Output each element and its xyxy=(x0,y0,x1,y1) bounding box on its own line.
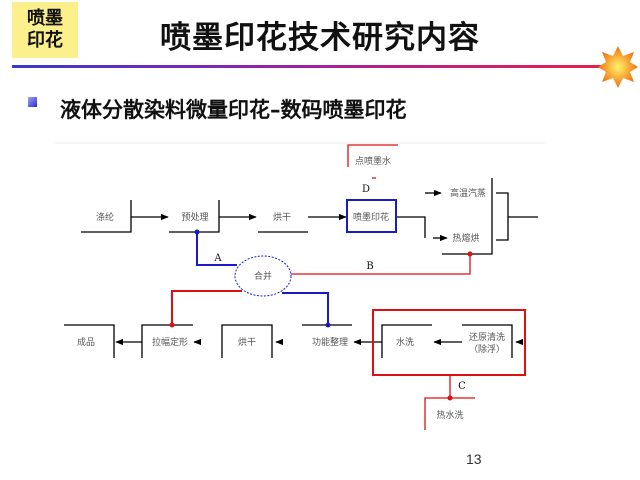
node-thermosol: 热熔烘 xyxy=(452,232,479,244)
merge-node xyxy=(234,255,292,297)
bullet-icon xyxy=(28,97,37,107)
label-b: B xyxy=(366,261,373,272)
node-reduction-line2: （除浮） xyxy=(469,343,505,355)
bullet-text: 液体分散染料微量印花–数码喷墨印花 xyxy=(60,98,407,122)
inkjet-box xyxy=(346,199,397,233)
badge-line-1: 喷墨 xyxy=(27,8,63,29)
page-number: 13 xyxy=(466,451,482,467)
node-product: 成品 xyxy=(77,336,95,348)
slide-title: 喷墨印花技术研究内容 xyxy=(160,20,480,56)
washing-group xyxy=(372,309,526,376)
title-divider xyxy=(12,65,604,68)
label-d: D xyxy=(362,184,370,195)
node-steam: 高温汽蒸 xyxy=(450,187,486,199)
node-tenter: 拉幅定形 xyxy=(152,336,188,348)
node-reduction-line1: 还原清洗 xyxy=(469,331,505,343)
label-a: A xyxy=(213,253,222,264)
node-merge: 合并 xyxy=(254,270,272,282)
node-dry-1: 烘干 xyxy=(273,211,291,223)
node-finish: 功能整理 xyxy=(312,336,348,348)
label-c: C xyxy=(458,381,466,392)
badge-line-2: 印花 xyxy=(27,30,63,51)
node-wash: 水洗 xyxy=(396,336,414,348)
node-fabric: 涤纶 xyxy=(96,211,114,223)
node-hotwash: 热水洗 xyxy=(436,409,463,421)
node-inkjet: 喷墨印花 xyxy=(353,211,389,223)
star-icon xyxy=(598,46,638,88)
node-pretreat: 预处理 xyxy=(181,211,208,223)
node-dry-2: 烘干 xyxy=(238,336,256,348)
node-ink: 点喷墨水 xyxy=(355,155,391,167)
section-badge: 喷墨 印花 xyxy=(12,2,78,58)
